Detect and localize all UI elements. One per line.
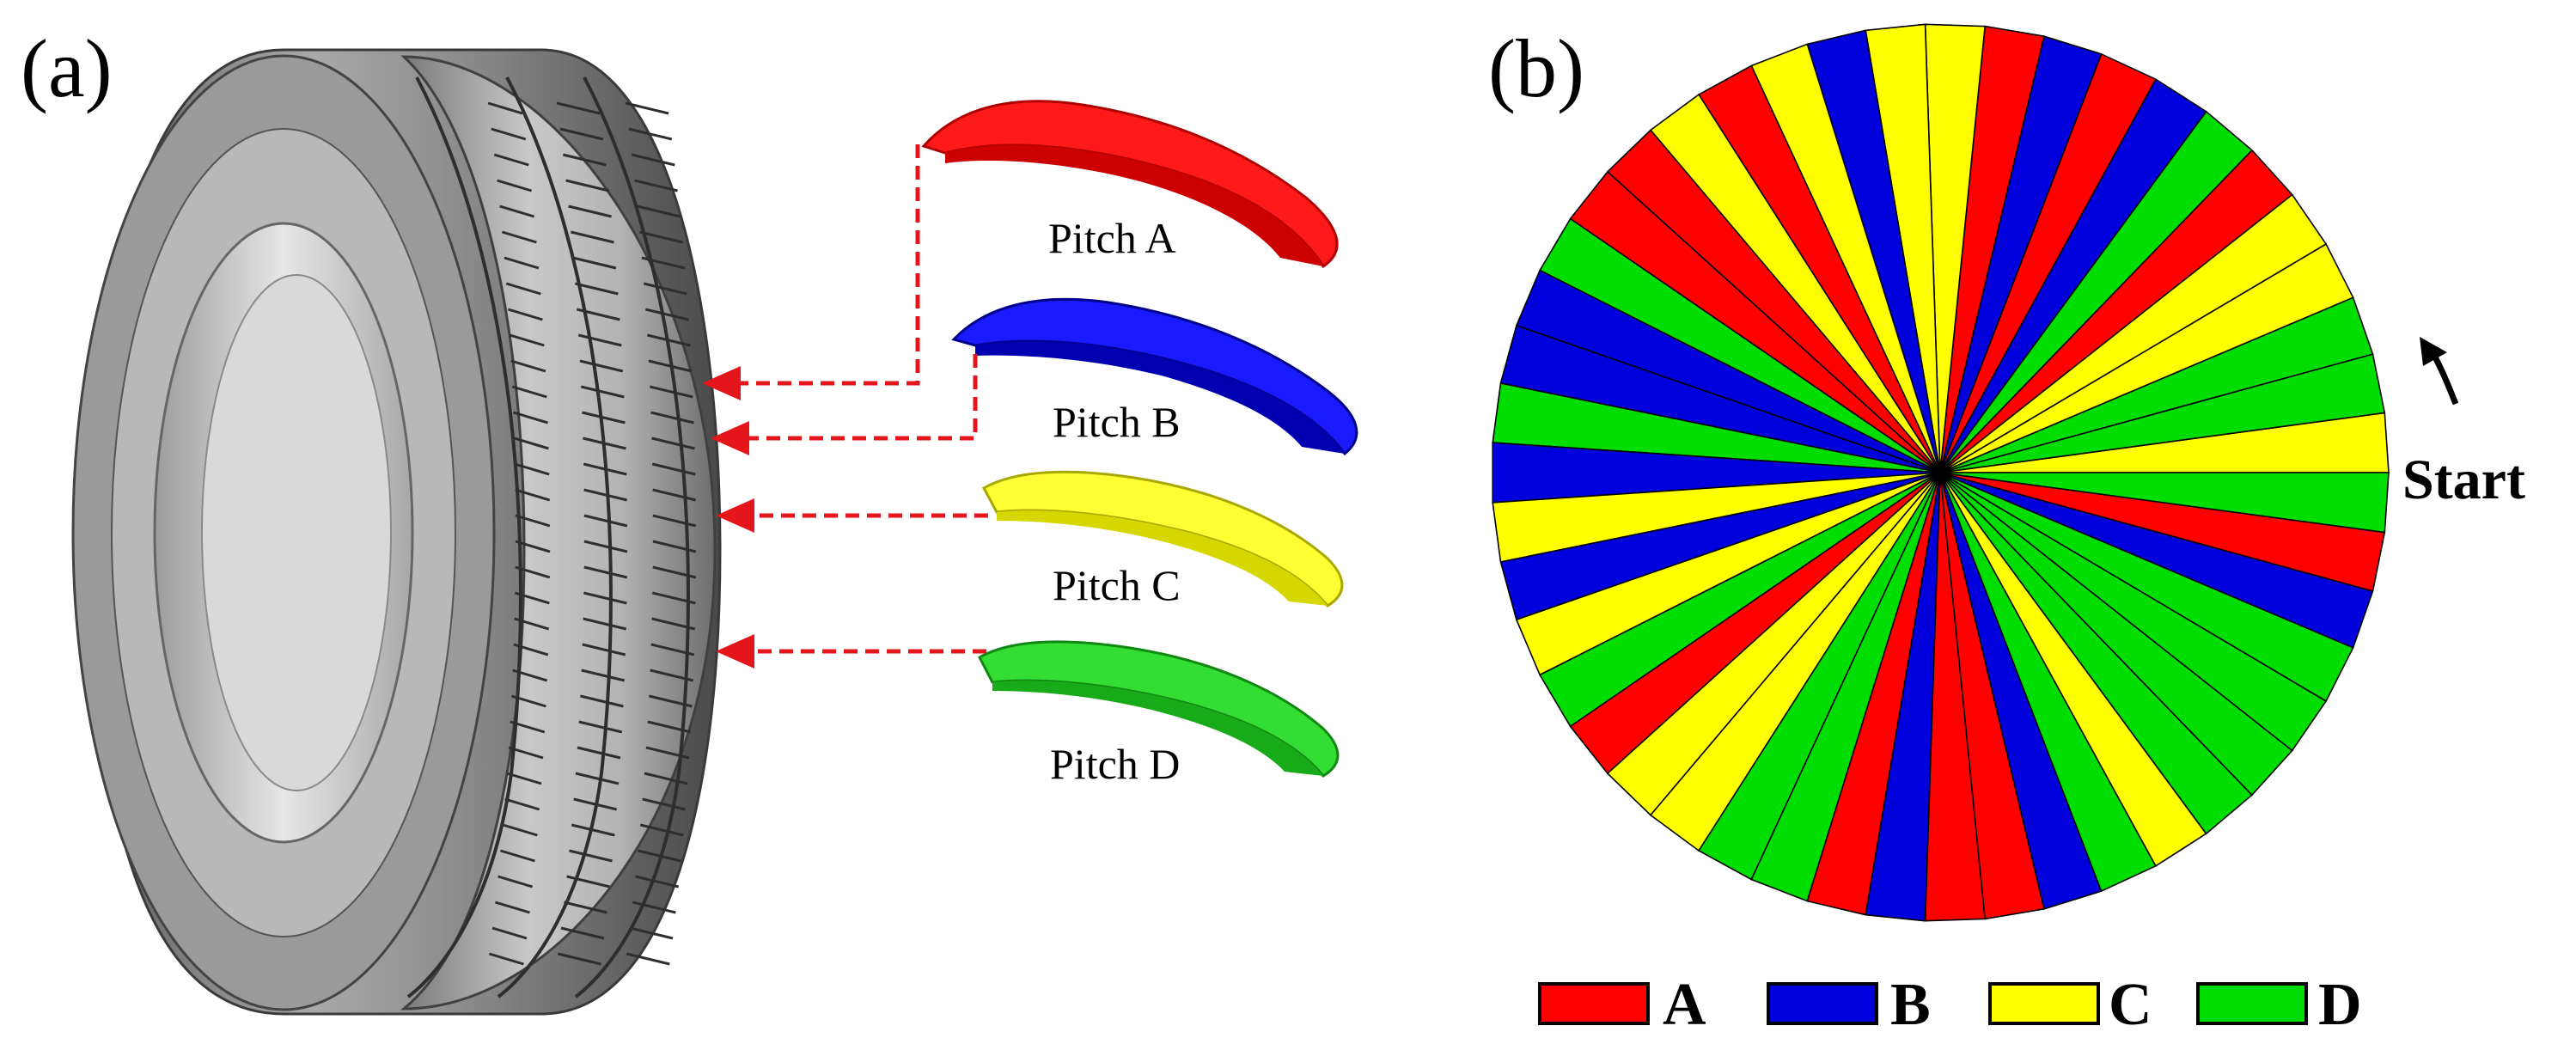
tire-illustration xyxy=(71,48,722,1016)
pitch-sequence-wheel xyxy=(1492,23,2390,922)
legend-swatch-d xyxy=(2196,982,2308,1025)
legend-swatch-c xyxy=(1988,982,2100,1025)
pitch-a-label: Pitch A xyxy=(1048,214,1176,262)
pitch-a-segment xyxy=(921,100,1339,269)
pitch-b-label: Pitch B xyxy=(1053,398,1181,446)
pitch-a-leader-arrow xyxy=(702,144,920,400)
pitch-b-segment xyxy=(951,297,1358,456)
legend-label-a: A xyxy=(1663,972,1706,1038)
legend-label-b: B xyxy=(1890,972,1931,1038)
start-arrow xyxy=(2430,352,2459,406)
legend-swatch-b xyxy=(1767,982,1878,1025)
pitch-b-leader-arrow xyxy=(711,354,978,455)
start-label: Start xyxy=(2402,449,2525,511)
start-arrow-head xyxy=(2420,337,2447,366)
panel-b-label: (b) xyxy=(1488,22,1584,114)
legend-swatch-a xyxy=(1538,982,1650,1025)
pitch-d-segment xyxy=(978,640,1340,778)
panel-a-label: (a) xyxy=(21,22,113,114)
pitch-d-label: Pitch D xyxy=(1050,740,1180,788)
wheel-wedge-d xyxy=(1939,472,2390,534)
pitch-c-label: Pitch C xyxy=(1053,561,1181,609)
legend-label-c: C xyxy=(2109,972,2152,1038)
legend-label-d: D xyxy=(2318,972,2362,1038)
legend: A B C D xyxy=(1538,972,2362,1038)
pitch-c-segment xyxy=(981,470,1344,608)
